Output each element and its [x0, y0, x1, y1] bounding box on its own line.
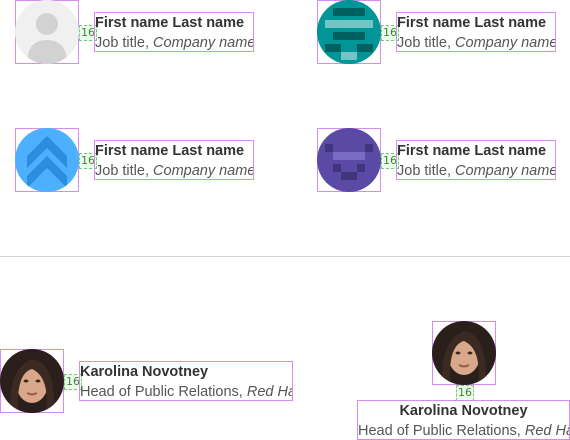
avatar-wrapper: [15, 128, 79, 192]
gap-indicator: 16: [64, 374, 82, 390]
company-name: Red Hat: [246, 384, 292, 400]
gap-indicator: 16: [381, 153, 399, 169]
profile-info: Karolina Novotney Head of Public Relatio…: [79, 361, 293, 401]
profile-job-title: Job title, Company name: [397, 161, 555, 179]
avatar-wrapper: [432, 321, 496, 385]
photo-avatar: [0, 349, 64, 413]
avatar-wrapper: [0, 349, 64, 413]
gap-indicator: 16: [456, 385, 474, 401]
profile-name: First name Last name: [397, 143, 547, 159]
company-name: Company name: [153, 163, 253, 179]
avatar-wrapper: [317, 128, 381, 192]
profile-info: First name Last name Job title, Company …: [94, 140, 254, 180]
profile-job-title: Head of Public Relations, Red Hat: [80, 382, 292, 400]
section-divider: [0, 256, 570, 257]
profile-job-title: Head of Public Relations, Red Hat: [358, 421, 569, 439]
avatar-wrapper: [317, 0, 381, 64]
profile-name: First name Last name: [95, 143, 245, 159]
gap-indicator: 16: [381, 25, 399, 41]
profile-info: First name Last name Job title, Company …: [396, 140, 556, 180]
default-avatar-icon: [15, 0, 79, 64]
photo-avatar: [432, 321, 496, 385]
gap-indicator: 16: [79, 25, 97, 41]
profile-name: Karolina Novotney: [80, 364, 209, 380]
profile-name: First name Last name: [397, 15, 547, 31]
company-name: Company name: [455, 35, 555, 51]
profile-job-title: Job title, Company name: [397, 33, 555, 51]
company-name: Red Hat: [524, 423, 569, 439]
company-name: Company name: [153, 35, 253, 51]
profile-info: First name Last name Job title, Company …: [94, 12, 254, 52]
profile-info: Karolina Novotney Head of Public Relatio…: [357, 400, 570, 440]
gap-indicator: 16: [79, 153, 97, 169]
blue-chevron-avatar-icon: [15, 128, 79, 192]
company-name: Company name: [455, 163, 555, 179]
teal-pixel-avatar-icon: [317, 0, 381, 64]
profile-job-title: Job title, Company name: [95, 161, 253, 179]
profile-info: First name Last name Job title, Company …: [396, 12, 556, 52]
profile-name: First name Last name: [95, 15, 245, 31]
avatar-wrapper: [15, 0, 79, 64]
profile-name: Karolina Novotney: [399, 403, 528, 419]
profile-job-title: Job title, Company name: [95, 33, 253, 51]
purple-pixel-avatar-icon: [317, 128, 381, 192]
